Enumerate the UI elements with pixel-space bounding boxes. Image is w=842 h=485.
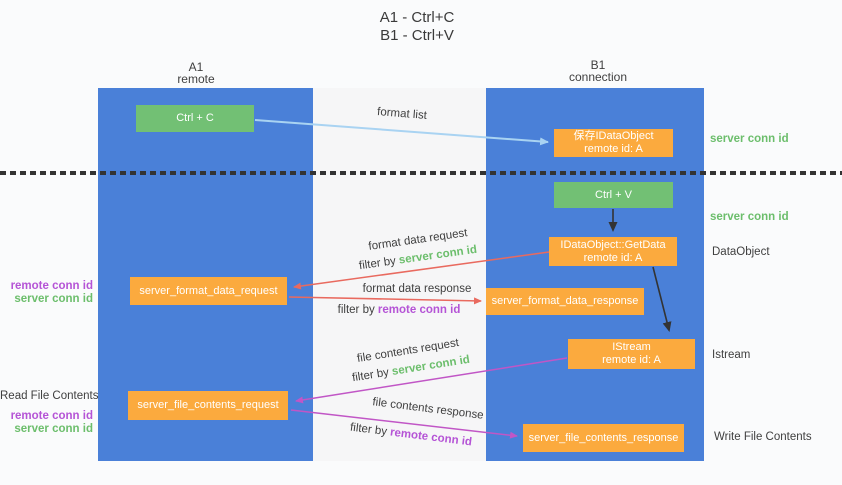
node-server-file-contents-request: server_file_contents_request <box>128 391 288 420</box>
node-istream-line2: remote id: A <box>602 354 661 366</box>
title-line-2: B1 - Ctrl+V <box>380 27 454 44</box>
node-file-request-label: server_file_contents_request <box>137 399 279 411</box>
label-write-file-contents: Write File Contents <box>714 431 812 443</box>
lane-a-role: remote <box>177 72 215 86</box>
node-istream-line1: IStream <box>612 341 651 353</box>
label-istream: Istream <box>712 349 751 361</box>
label-server-conn-id-format: server conn id <box>14 293 93 305</box>
label-remote-conn-id-file: remote conn id <box>10 410 93 422</box>
node-istream: IStream remote id: A <box>568 339 695 369</box>
session-separator-dotted-line <box>0 171 842 175</box>
node-ctrl-c-label: Ctrl + C <box>176 112 214 124</box>
label-conn-ids-file: remote conn id server conn id <box>0 410 93 436</box>
label-read-file-contents: Read File Contents <box>0 390 99 402</box>
node-server-format-data-response: server_format_data_response <box>486 288 644 315</box>
node-save-idataobject: 保存IDataObject remote id: A <box>554 129 673 157</box>
lane-b-role: connection <box>568 70 628 84</box>
filter-by-text: filter by <box>337 304 378 316</box>
label-filter-remote-conn-id-format: filter by remote conn id <box>338 304 461 316</box>
node-server-file-contents-response: server_file_contents_response <box>523 424 684 452</box>
label-remote-conn-id-format: remote conn id <box>10 280 93 292</box>
lane-b-name: B1 <box>590 58 606 72</box>
node-ctrl-v-label: Ctrl + V <box>595 188 632 201</box>
lane-a-name: A1 <box>188 60 204 74</box>
label-server-conn-id-file: server conn id <box>14 423 93 435</box>
label-server-conn-id-mid: server conn id <box>710 211 789 223</box>
node-idataobject-getdata: IDataObject::GetData remote id: A <box>549 237 677 266</box>
node-format-response-label: server_format_data_response <box>491 295 639 307</box>
remote-conn-id-text: remote conn id <box>377 304 461 316</box>
lane-a-header: A1 remote <box>126 61 266 85</box>
label-server-conn-id-top: server conn id <box>710 133 789 145</box>
node-getdata-line2: remote id: A <box>583 251 643 264</box>
node-server-format-data-request: server_format_data_request <box>130 277 287 305</box>
node-save-idataobject-line1: 保存IDataObject <box>573 130 654 142</box>
diagram-title: A1 - Ctrl+C B1 - Ctrl+V <box>327 9 507 45</box>
node-format-request-label: server_format_data_request <box>139 284 278 297</box>
label-dataobject: DataObject <box>712 246 770 258</box>
lane-b-header: B1 connection <box>528 59 668 83</box>
node-ctrl-c: Ctrl + C <box>136 105 254 132</box>
node-ctrl-v: Ctrl + V <box>554 182 673 208</box>
node-file-response-label: server_file_contents_response <box>528 431 679 444</box>
node-getdata-line1: IDataObject::GetData <box>560 238 666 251</box>
title-line-1: A1 - Ctrl+C <box>379 9 455 26</box>
label-format-data-response: format data response <box>362 283 472 295</box>
node-save-idataobject-line2: remote id: A <box>584 143 643 155</box>
label-conn-ids-format: remote conn id server conn id <box>0 280 93 306</box>
